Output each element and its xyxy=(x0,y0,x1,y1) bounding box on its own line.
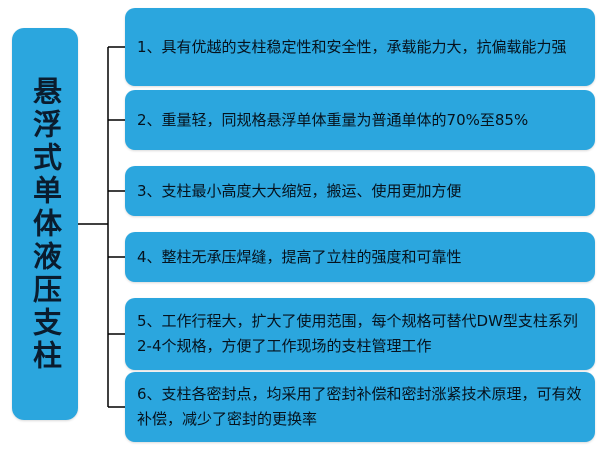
feature-box-2: 2、重量轻，同规格悬浮单体重量为普通单体的70%至85% xyxy=(125,90,595,150)
feature-text-1: 1、具有优越的支柱稳定性和安全性，承载能力大，抗偏载能力强 xyxy=(137,37,567,56)
main-topic-title: 悬浮式单体液压支柱 xyxy=(28,75,63,373)
feature-box-6: 6、支柱各密封点，均采用了密封补偿和密封涨紧技术原理，可有效补偿，减少了密封的更… xyxy=(125,372,595,442)
feature-box-3: 3、支柱最小高度大大缩短，搬运、使用更加方便 xyxy=(125,166,595,216)
main-topic-box: 悬浮式单体液压支柱 xyxy=(12,28,78,420)
feature-text-4: 4、整柱无承压焊缝，提高了立柱的强度和可靠性 xyxy=(137,247,462,266)
feature-box-1: 1、具有优越的支柱稳定性和安全性，承载能力大，抗偏载能力强 xyxy=(125,8,595,86)
feature-box-5: 5、工作行程大，扩大了使用范围，每个规格可替代DW型支柱系列2-4个规格，方便了… xyxy=(125,298,595,370)
feature-text-2: 2、重量轻，同规格悬浮单体重量为普通单体的70%至85% xyxy=(137,110,529,129)
feature-text-5: 5、工作行程大，扩大了使用范围，每个规格可替代DW型支柱系列2-4个规格，方便了… xyxy=(137,312,578,355)
feature-box-4: 4、整柱无承压焊缝，提高了立柱的强度和可靠性 xyxy=(125,232,595,282)
feature-text-3: 3、支柱最小高度大大缩短，搬运、使用更加方便 xyxy=(137,181,462,200)
feature-text-6: 6、支柱各密封点，均采用了密封补偿和密封涨紧技术原理，可有效补偿，减少了密封的更… xyxy=(137,385,582,428)
